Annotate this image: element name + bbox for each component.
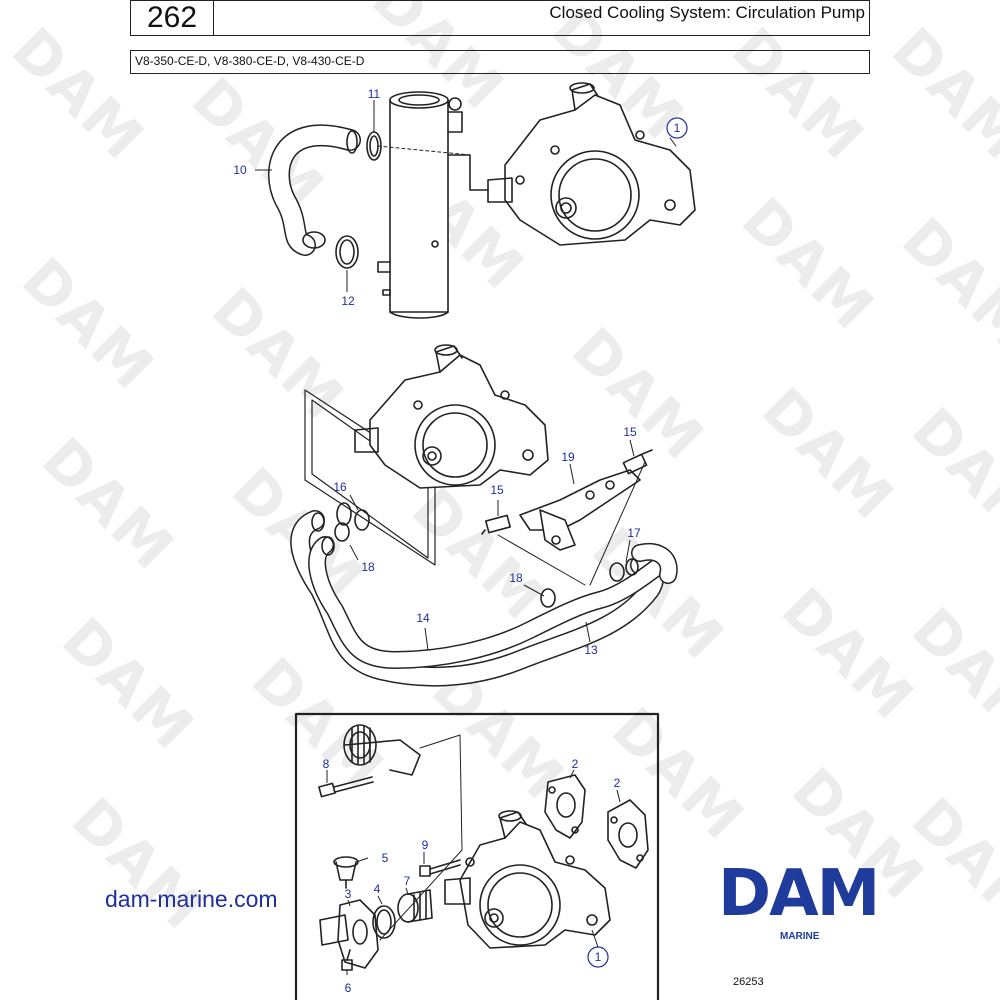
fitting-part-15-left xyxy=(481,514,511,535)
page-number: 262 xyxy=(131,1,214,35)
callout-18-right: 18 xyxy=(509,571,523,585)
callout-7: 7 xyxy=(404,874,411,888)
bolt-part-8 xyxy=(318,776,374,798)
brand-subtitle: MARINE xyxy=(780,931,820,942)
callout-3: 3 xyxy=(345,887,352,901)
callout-17: 17 xyxy=(627,526,641,540)
clamp-part-18-right xyxy=(540,588,556,608)
callout-16: 16 xyxy=(333,480,347,494)
gasket-part-2-left xyxy=(544,774,586,839)
clamp-part-18-left xyxy=(334,522,350,542)
thermostat-housing-part-3 xyxy=(319,899,379,969)
hose-part-10 xyxy=(268,124,361,256)
part-7-sleeve xyxy=(397,889,433,923)
idler-pulley xyxy=(343,724,421,776)
callout-8: 8 xyxy=(323,757,330,771)
callout-2-left: 2 xyxy=(572,757,579,771)
callout-2-right: 2 xyxy=(614,776,621,790)
water-pump-top xyxy=(487,82,696,246)
detail-frame xyxy=(294,712,660,1000)
clamp-part-12 xyxy=(335,235,359,269)
page-title: Closed Cooling System: Circulation Pump xyxy=(549,3,865,22)
water-pump-bottom xyxy=(444,810,611,949)
clamp-part-17 xyxy=(609,558,639,582)
callout-1-bottom: 1 xyxy=(595,950,602,964)
callout-5: 5 xyxy=(382,851,389,865)
callout-18-left: 18 xyxy=(361,560,375,574)
bolt-part-9 xyxy=(419,859,461,877)
callout-13: 13 xyxy=(584,643,598,657)
callout-10: 10 xyxy=(233,163,247,177)
brand-logo: DAM xyxy=(718,857,880,931)
clamp-part-16 xyxy=(336,502,370,531)
water-pump-middle xyxy=(354,344,549,489)
callout-9: 9 xyxy=(422,838,429,852)
callout-14: 14 xyxy=(416,611,430,625)
hose-part-13 xyxy=(308,536,678,669)
gasket-part-2-right xyxy=(607,799,649,869)
callout-4: 4 xyxy=(374,882,381,896)
callout-11: 11 xyxy=(368,87,381,101)
engine-models: V8-350-CE-D, V8-380-CE-D, V8-430-CE-D xyxy=(135,54,365,68)
thermostat-part-5 xyxy=(333,856,359,889)
seal-ring-part-4 xyxy=(372,905,396,939)
callout-6: 6 xyxy=(345,981,352,995)
website-link[interactable]: dam-marine.com xyxy=(105,886,278,912)
fitting-assembly-part-19 xyxy=(519,469,641,551)
callout-19: 19 xyxy=(561,450,575,464)
heat-exchanger xyxy=(377,91,489,319)
callout-12: 12 xyxy=(341,294,355,308)
callout-15-right: 15 xyxy=(623,425,637,439)
callout-1-top: 1 xyxy=(674,121,681,135)
callout-circle-1-top xyxy=(666,117,688,139)
fitting-part-15-right xyxy=(622,449,653,475)
models-box: V8-350-CE-D, V8-380-CE-D, V8-430-CE-D xyxy=(130,50,870,74)
callout-15-left: 15 xyxy=(490,483,504,497)
header-box: 262 Closed Cooling System: Circulation P… xyxy=(130,0,870,36)
diagram-reference-number: 26253 xyxy=(733,976,764,988)
